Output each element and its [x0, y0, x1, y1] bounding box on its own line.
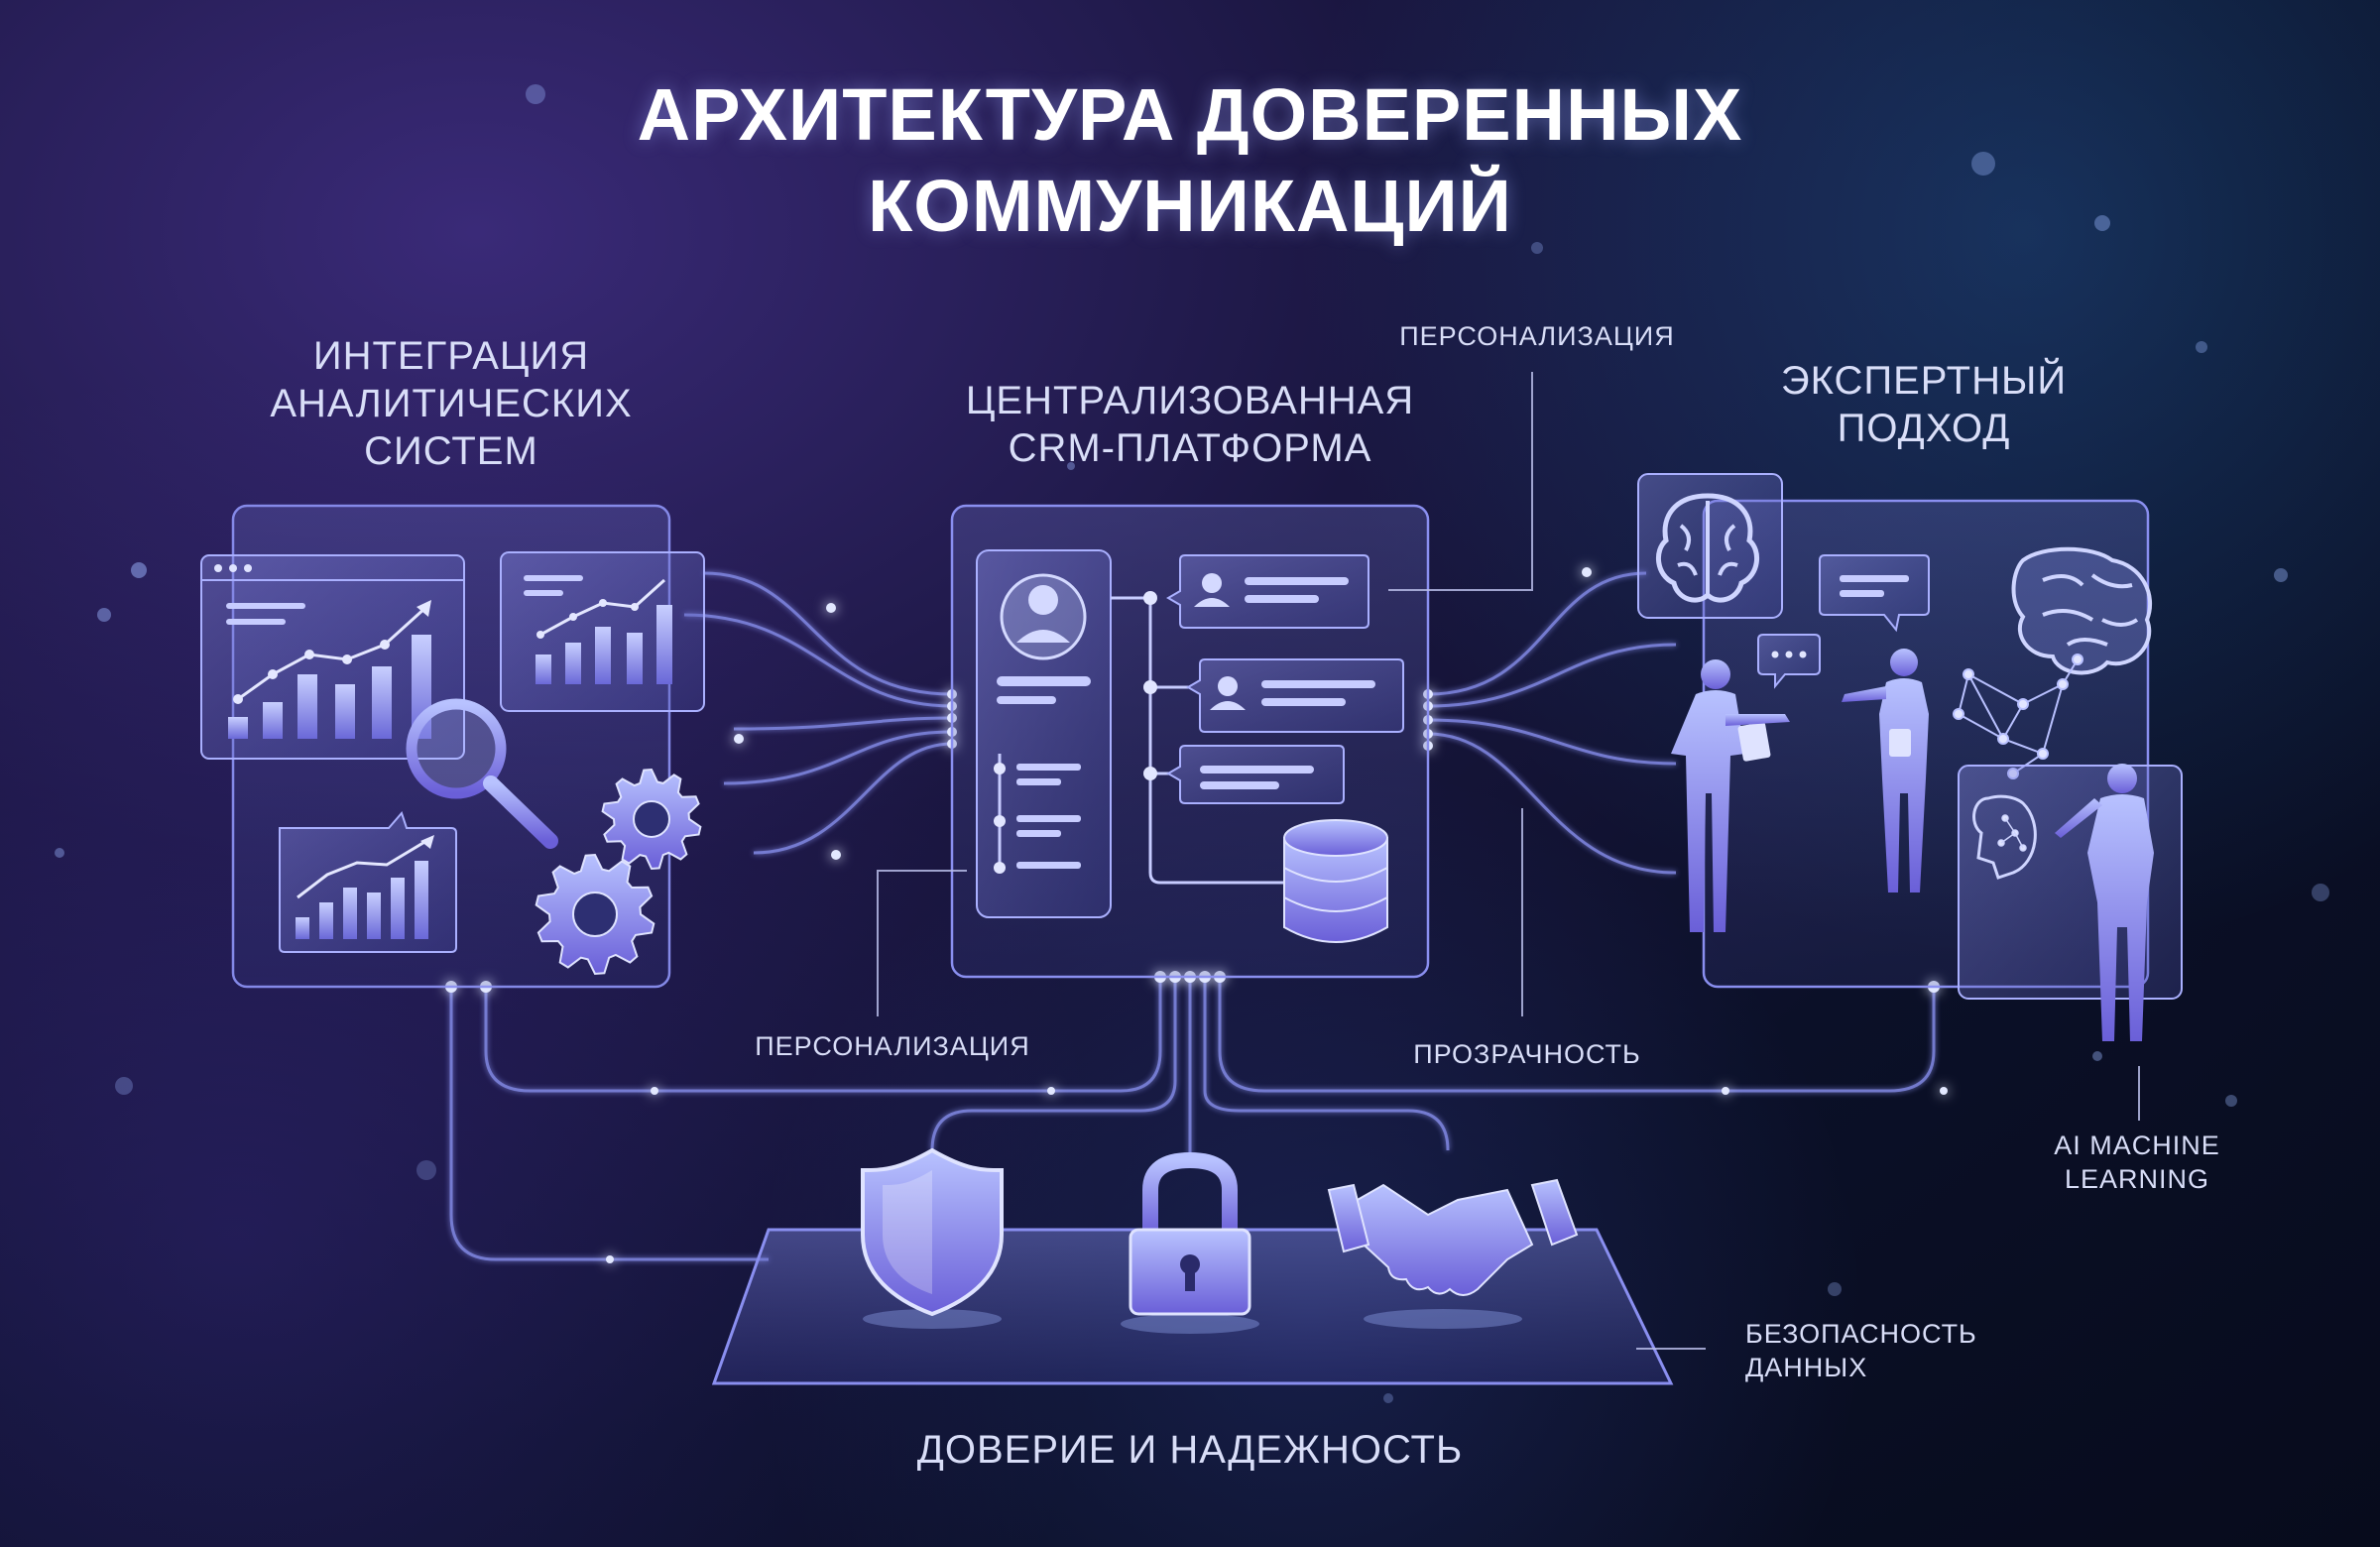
shield-icon	[861, 1147, 1004, 1317]
crm-section-label: ЦЕНТРАЛИЗОВАННАЯ CRM-ПЛАТФОРМА	[892, 377, 1488, 472]
crm-panel	[950, 504, 1430, 979]
gear-icon	[535, 853, 655, 976]
handshake-icon	[1327, 1178, 1579, 1296]
gear-icon	[601, 768, 702, 871]
label-line: ЭКСПЕРТНЫЙ	[1780, 359, 2068, 403]
lock-icon	[1129, 1151, 1251, 1316]
brain-card	[1637, 473, 1783, 619]
label-line: ЦЕНТРАЛИЗОВАННАЯ	[965, 379, 1415, 422]
annotation-lines	[877, 372, 2140, 1350]
label-line: LEARNING	[2064, 1164, 2210, 1194]
transparency-label: ПРОЗРАЧНОСТЬ	[1413, 1039, 1641, 1069]
data-security-label: БЕЗОПАСНОСТЬ ДАННЫХ	[1745, 1317, 2003, 1384]
trust-platform	[711, 1147, 1674, 1385]
label-line: АНАЛИТИЧЕСКИХ	[270, 382, 633, 425]
expert-panel	[1637, 473, 2183, 1041]
personalization-label-top: ПЕРСОНАЛИЗАЦИЯ	[1399, 321, 1675, 351]
label-line: ДАННЫХ	[1745, 1353, 1868, 1382]
crm-message-card	[1186, 658, 1404, 733]
expert-section-label: ЭКСПЕРТНЫЙ ПОДХОД	[1686, 357, 2162, 452]
connection-lines	[449, 571, 1936, 1261]
person-icon	[1842, 649, 1929, 892]
label-line: CRM-ПЛАТФОРМА	[1008, 426, 1372, 470]
title-line: АРХИТЕКТУРА ДОВЕРЕННЫХ	[637, 73, 1743, 156]
analytics-chat-chart	[279, 811, 457, 953]
label-line: ИНТЕГРАЦИЯ	[312, 334, 590, 378]
label-line: СИСТЕМ	[364, 429, 538, 473]
magnifier-icon	[406, 698, 558, 849]
speech-bubble	[1819, 554, 1930, 633]
page-title: АРХИТЕКТУРА ДОВЕРЕННЫХ КОММУНИКАЦИЙ	[0, 69, 2380, 252]
neural-brain-icon	[2011, 546, 2153, 675]
analytics-panel	[200, 504, 705, 989]
person-icon	[2055, 764, 2154, 1041]
personalization-label-bottom: ПЕРСОНАЛИЗАЦИЯ	[755, 1031, 1030, 1061]
ai-learning-label: AI MACHINE LEARNING	[1993, 1129, 2281, 1196]
analytics-bar-card	[500, 551, 705, 712]
database-icon	[1283, 819, 1388, 943]
crm-message-card	[1166, 745, 1345, 804]
analytics-section-label: ИНТЕГРАЦИЯ АНАЛИТИЧЕСКИХ СИСТЕМ	[213, 332, 689, 475]
label-line: БЕЗОПАСНОСТЬ	[1745, 1319, 1977, 1349]
chat-dots-icon	[1757, 634, 1821, 689]
crm-message-card	[1166, 554, 1369, 629]
profile-card	[976, 549, 1112, 918]
trust-reliability-label: ДОВЕРИЕ И НАДЕЖНОСТЬ	[916, 1428, 1464, 1472]
label-line: ПОДХОД	[1837, 407, 2011, 450]
label-line: AI MACHINE	[2054, 1130, 2220, 1160]
title-line: КОММУНИКАЦИЙ	[868, 165, 1512, 247]
analytics-browser-window	[200, 554, 465, 760]
user-icon	[1028, 585, 1058, 615]
person-icon	[1671, 659, 1790, 932]
